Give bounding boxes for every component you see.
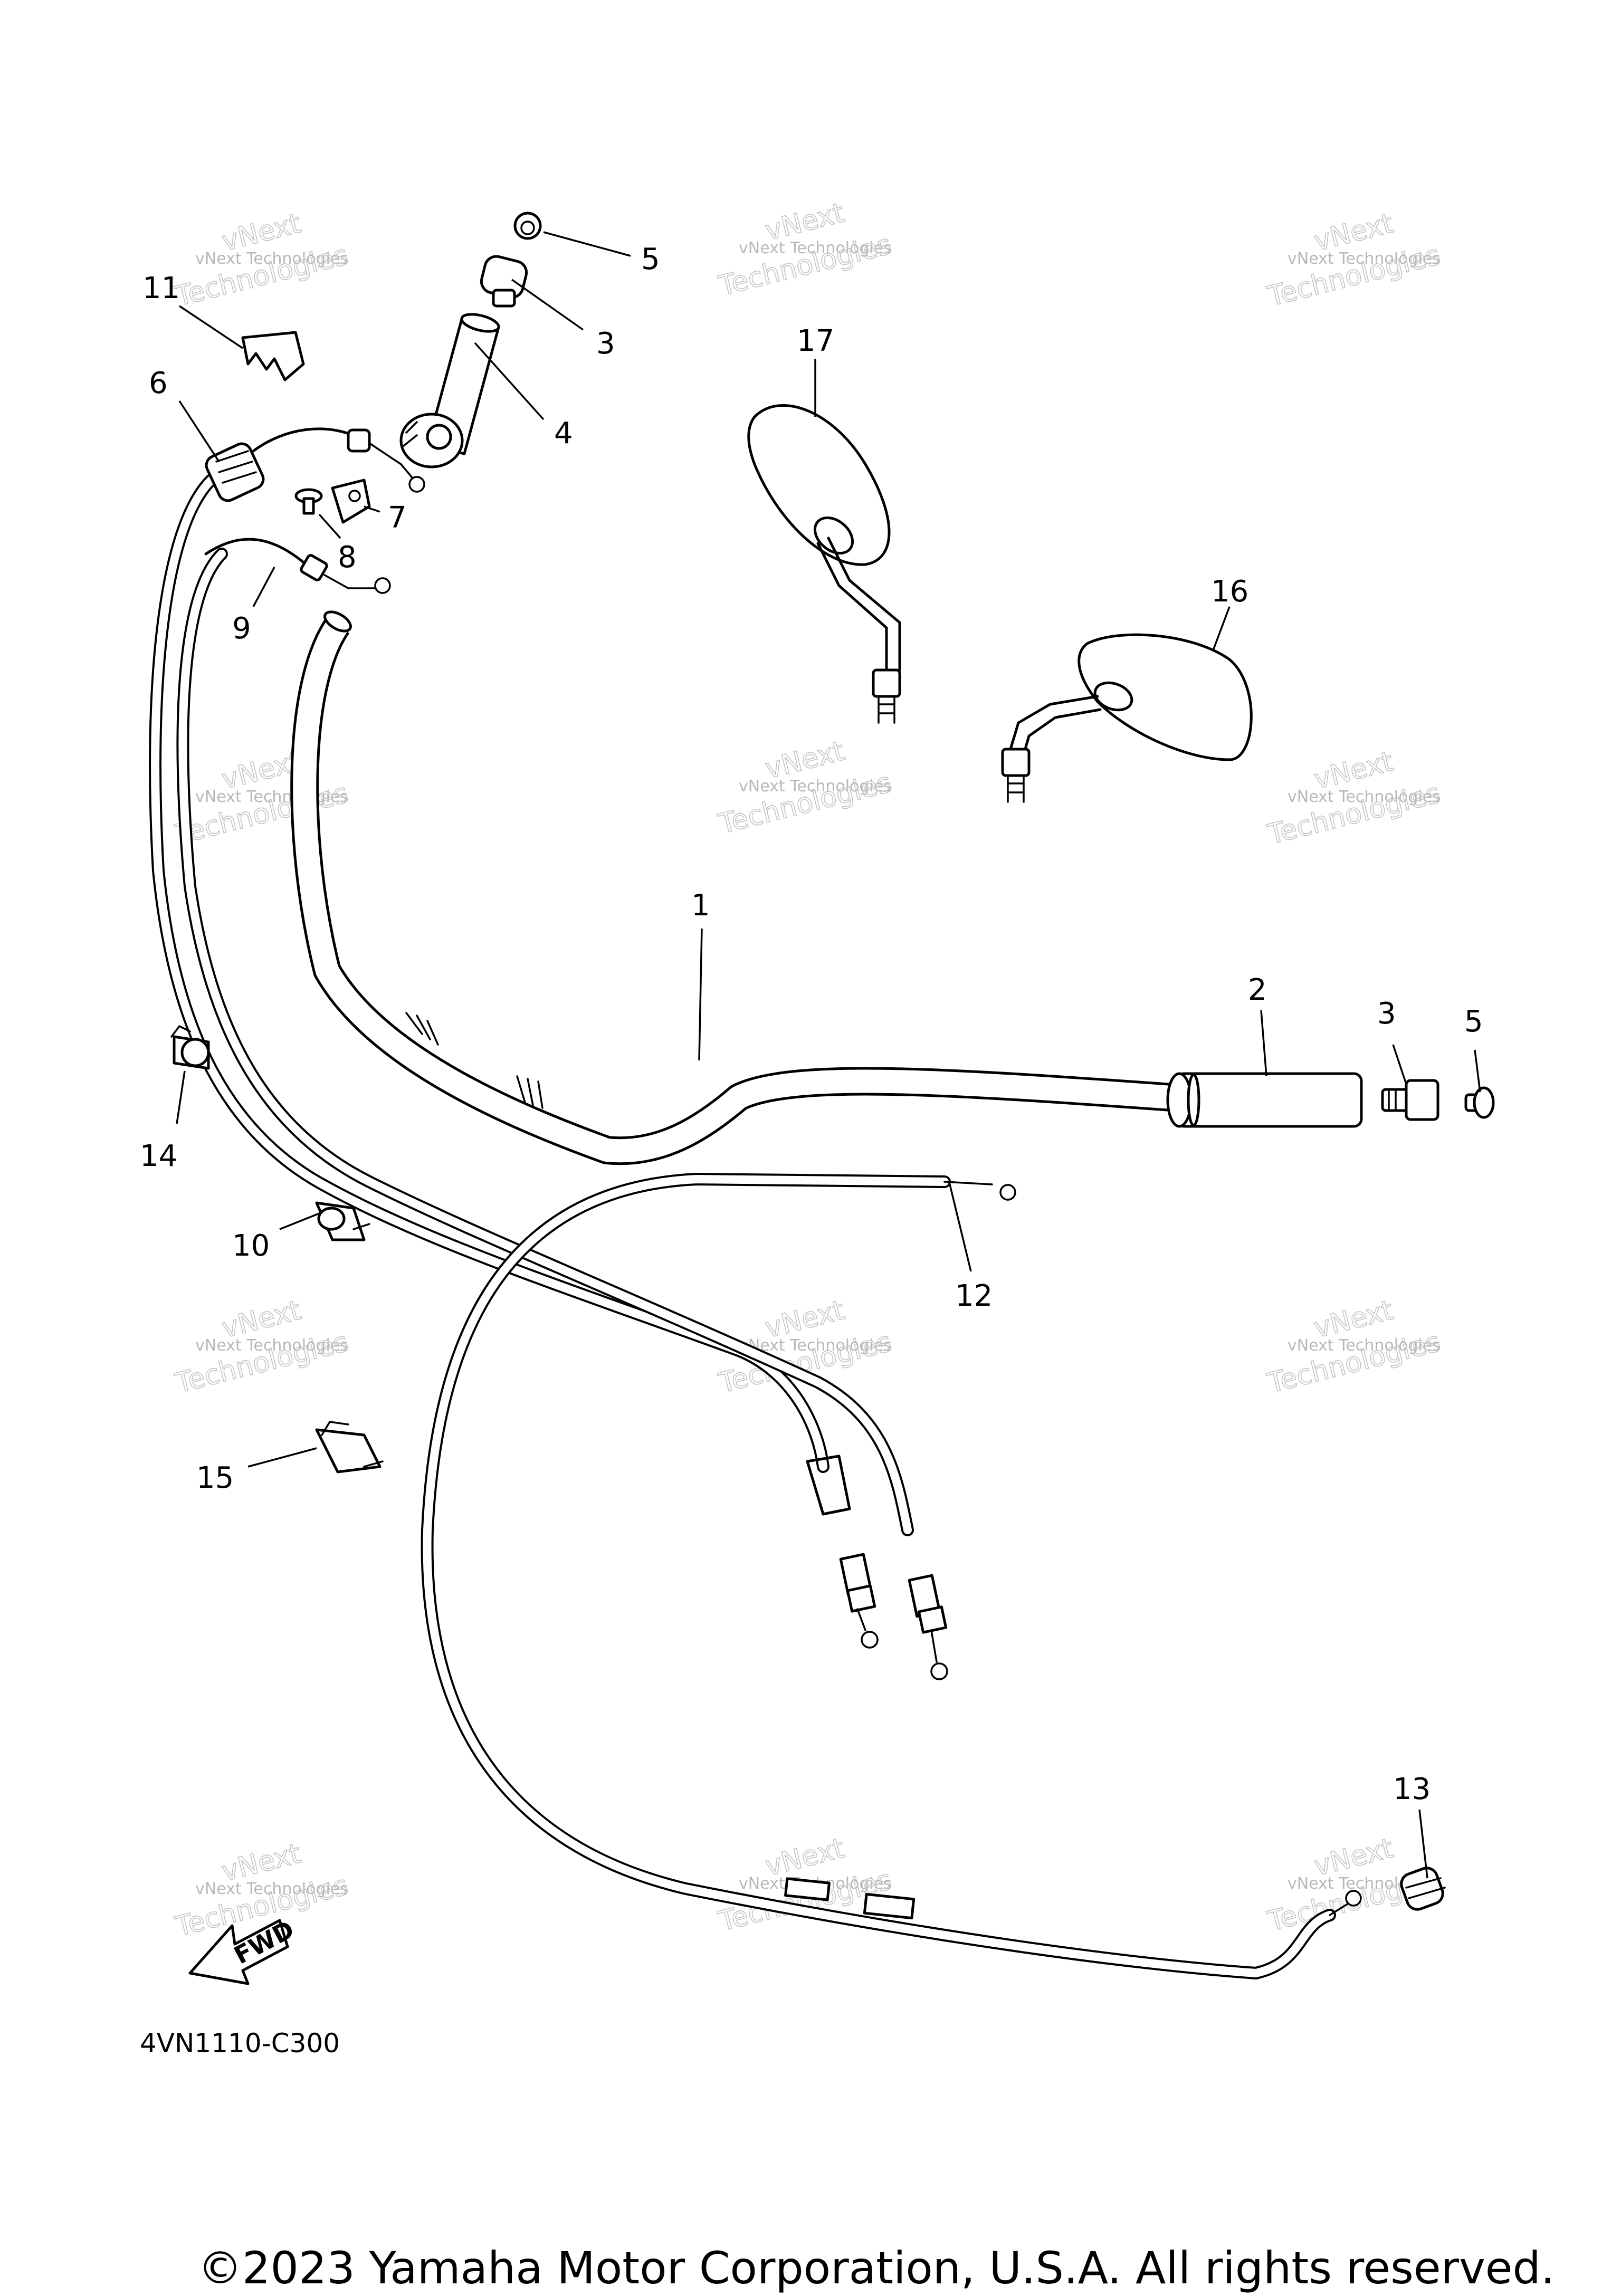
watermark: vNext Technologies Technologies vNext bbox=[171, 745, 351, 852]
callout-9: 9 bbox=[232, 611, 251, 646]
watermark-text: vNext Technologies bbox=[195, 1336, 348, 1355]
clamp-10 bbox=[315, 1201, 370, 1241]
bar-end-weight-upper bbox=[513, 212, 542, 240]
handlebar bbox=[290, 610, 1172, 1165]
copyright-notice: ©2023 Yamaha Motor Corporation, U.S.A. A… bbox=[198, 2242, 1555, 2294]
callout-3: 3 bbox=[596, 327, 615, 361]
watermark-text: vNext Technologies bbox=[1288, 250, 1441, 268]
bar-end-weight-right bbox=[1464, 1086, 1495, 1119]
bar-end-right bbox=[1381, 1079, 1439, 1121]
watermark: vNext Technologies Technologies vNext bbox=[715, 197, 895, 303]
callout-3: 3 bbox=[1377, 997, 1396, 1031]
callout-12: 12 bbox=[955, 1279, 993, 1313]
bar-end-upper bbox=[480, 255, 528, 308]
clutch-cable-adjuster bbox=[1400, 1867, 1446, 1911]
callout-4: 4 bbox=[554, 416, 573, 451]
watermark: vNext Technologies Technologies vNext bbox=[171, 207, 351, 313]
diagram-code: 4VN1110-C300 bbox=[140, 2028, 340, 2059]
watermark-text: vNext Technologies bbox=[195, 1880, 348, 1898]
callout-5: 5 bbox=[1464, 1004, 1483, 1039]
throttle-housing-b bbox=[204, 538, 391, 594]
leader-lines bbox=[176, 231, 1481, 1879]
watermark: vNext Technologies Technologies vNext bbox=[715, 735, 895, 841]
callout-13: 13 bbox=[1393, 1772, 1431, 1806]
watermark-text: vNext Technologies bbox=[739, 239, 892, 257]
callout-10: 10 bbox=[232, 1229, 270, 1263]
watermark: vNext Technologies Technologies vNext bbox=[1264, 745, 1444, 852]
callout-11: 11 bbox=[142, 271, 180, 305]
callout-17: 17 bbox=[797, 324, 834, 358]
callout-14: 14 bbox=[140, 1139, 177, 1173]
callout-8: 8 bbox=[338, 540, 357, 575]
callouts: 5 3 4 11 6 7 8 9 17 16 1 2 3 5 14 10 12 … bbox=[140, 242, 1483, 1806]
throttle-grip bbox=[399, 313, 500, 468]
cable-guide-plate bbox=[331, 479, 371, 524]
watermark: vNext Technologies Technologies vNext bbox=[171, 1294, 351, 1400]
watermark-text: vNext Technologies bbox=[1288, 1336, 1441, 1355]
grip-right bbox=[1166, 1072, 1363, 1128]
throttle-cable-b bbox=[176, 548, 948, 1680]
watermark-text: vNext Technologies bbox=[1288, 788, 1441, 806]
callout-15: 15 bbox=[196, 1461, 234, 1495]
clutch-cable bbox=[421, 1173, 1446, 1979]
clamp-cover bbox=[241, 331, 305, 381]
throttle-housing bbox=[205, 427, 425, 502]
watermark-text: vNext Technologies bbox=[195, 788, 348, 806]
callout-6: 6 bbox=[149, 366, 168, 400]
mirror-right bbox=[1001, 633, 1253, 803]
callout-16: 16 bbox=[1211, 575, 1248, 609]
callout-1: 1 bbox=[691, 888, 710, 923]
screw bbox=[294, 488, 323, 515]
callout-7: 7 bbox=[388, 501, 407, 535]
watermark: vNext Technologies Technologies vNext bbox=[1264, 207, 1444, 313]
callout-5: 5 bbox=[641, 242, 660, 276]
watermark: vNext Technologies Technologies vNext bbox=[1264, 1294, 1444, 1400]
mirror-left bbox=[747, 404, 901, 724]
throttle-cable-a bbox=[149, 474, 879, 1649]
clamp-14 bbox=[170, 1025, 210, 1070]
watermark-text: vNext Technologies bbox=[195, 250, 348, 268]
clamp-15 bbox=[315, 1421, 384, 1474]
callout-2: 2 bbox=[1248, 973, 1267, 1007]
watermark-text: vNext Technologies bbox=[739, 777, 892, 796]
